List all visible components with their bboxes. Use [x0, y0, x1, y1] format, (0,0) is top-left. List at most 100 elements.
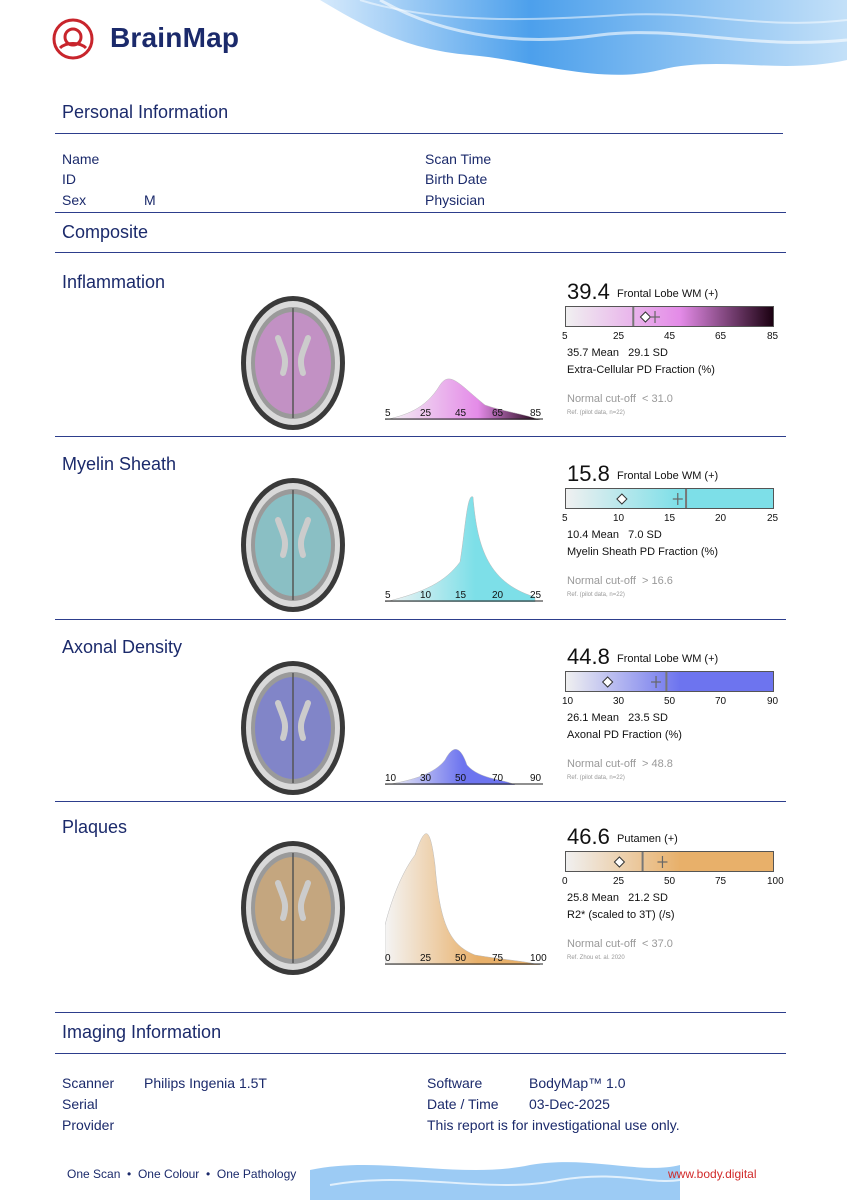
panel-title: Inflammation — [62, 272, 166, 292]
histogram-tick-label: 65 — [492, 408, 504, 419]
scale-tick-label: 10 — [613, 513, 625, 524]
histogram-tick-label: 100 — [530, 953, 547, 964]
histogram-tick-label: 75 — [492, 953, 504, 964]
scale-tick-label: 65 — [715, 331, 727, 342]
mean-sd: 10.4 Mean 7.0 SD — [567, 529, 662, 541]
divider — [55, 1053, 786, 1054]
histogram-tick-label: 25 — [420, 953, 432, 964]
reference-note: Ref. Zhou et. al. 2020 — [567, 955, 625, 961]
reference-note: Ref. (pilot data, n=22) — [567, 775, 625, 781]
reference-note: Ref. (pilot data, n=22) — [567, 410, 625, 416]
measure-label: Myelin Sheath PD Fraction (%) — [567, 546, 718, 558]
histogram-tick-label: 5 — [385, 408, 391, 419]
scan-time-label: Scan Time — [425, 151, 492, 167]
panel-title: Myelin Sheath — [62, 454, 177, 474]
reference-scale-bar — [565, 671, 774, 692]
histogram-tick-label: 45 — [455, 408, 467, 419]
panel-title: Plaques — [62, 817, 128, 837]
brain-scan-image — [241, 478, 345, 612]
histogram-tick-label: 85 — [530, 408, 542, 419]
birth-date-label: Birth Date — [425, 171, 488, 187]
histogram-tick-label: 20 — [492, 590, 504, 601]
normal-cutoff: Normal cut-off > 48.8 — [567, 758, 673, 770]
histogram-tick-label: 70 — [492, 773, 504, 784]
divider — [55, 133, 783, 134]
scale-tick-label: 5 — [562, 331, 568, 342]
measure-label: Axonal PD Fraction (%) — [567, 729, 682, 741]
personal-info-title: Personal Information — [62, 102, 229, 122]
disclaimer: This report is for investigational use o… — [427, 1117, 680, 1133]
scale-tick-label: 30 — [613, 696, 625, 707]
scale-tick-label: 0 — [562, 876, 568, 887]
slogan-part: One Pathology — [216, 1167, 297, 1181]
header-wave-graphic — [320, 0, 847, 75]
bullet-icon: • — [123, 1167, 135, 1181]
reference-scale-bar — [565, 306, 774, 327]
scale-tick-label: 15 — [664, 513, 676, 524]
brainmap-logo-icon — [52, 18, 94, 60]
divider — [55, 619, 786, 620]
scale-tick-label: 50 — [664, 696, 676, 707]
divider — [55, 801, 786, 802]
mean-sd: 25.8 Mean 21.2 SD — [567, 892, 668, 904]
panel-title: Axonal Density — [62, 637, 183, 657]
metric-region: Frontal Lobe WM (+) — [617, 653, 719, 665]
histogram-chart — [385, 749, 543, 785]
scale-tick-label: 20 — [715, 513, 727, 524]
mean-sd: 35.7 Mean 29.1 SD — [567, 347, 668, 359]
scale-tick-label: 45 — [664, 331, 676, 342]
measure-label: Extra-Cellular PD Fraction (%) — [567, 364, 715, 376]
brain-scan-image — [241, 661, 345, 795]
scale-tick-label: 25 — [613, 876, 625, 887]
software-label: Software — [427, 1075, 483, 1091]
scale-tick-label: 100 — [767, 876, 784, 887]
divider — [55, 1012, 786, 1013]
scale-tick-label: 25 — [613, 331, 625, 342]
metric-region: Frontal Lobe WM (+) — [617, 470, 719, 482]
histogram-chart — [385, 496, 543, 602]
datetime-value: 03-Dec-2025 — [529, 1096, 610, 1112]
metric-region: Frontal Lobe WM (+) — [617, 288, 719, 300]
imaging-info-title: Imaging Information — [62, 1022, 222, 1042]
scale-tick-label: 70 — [715, 696, 727, 707]
histogram-tick-label: 30 — [420, 773, 432, 784]
brain-scan-image — [241, 841, 345, 975]
scale-tick-label: 75 — [715, 876, 727, 887]
sex-value: M — [144, 192, 156, 208]
reference-scale-bar — [565, 488, 774, 509]
name-label: Name — [62, 151, 100, 167]
brand-title: BrainMap — [110, 22, 240, 53]
histogram-tick-label: 10 — [420, 590, 432, 601]
histogram-chart — [385, 378, 543, 420]
slogan-part: One Colour — [137, 1167, 200, 1181]
scale-tick-label: 10 — [562, 696, 574, 707]
divider — [55, 252, 786, 253]
website-link[interactable]: www.body.digital — [668, 1167, 757, 1181]
scale-tick-label: 5 — [562, 513, 568, 524]
scanner-label: Scanner — [62, 1075, 115, 1091]
composite-title: Composite — [62, 222, 149, 242]
histogram-chart — [385, 833, 543, 965]
divider — [55, 436, 786, 437]
metric-value: 15.8 — [567, 461, 610, 486]
software-value: BodyMap™ 1.0 — [529, 1075, 626, 1091]
measure-label: R2* (scaled to 3T) (/s) — [567, 909, 675, 921]
footer-slogan: One Scan • One Colour • One Pathology — [67, 1167, 296, 1181]
scale-tick-label: 25 — [767, 513, 779, 524]
normal-cutoff: Normal cut-off < 31.0 — [567, 393, 673, 405]
brain-scan-image — [241, 296, 345, 430]
slogan-part: One Scan — [67, 1167, 121, 1181]
metric-value: 39.4 — [567, 279, 610, 304]
reference-scale-bar — [565, 851, 774, 872]
id-label: ID — [62, 171, 76, 187]
histogram-tick-label: 50 — [455, 953, 467, 964]
histogram-tick-label: 5 — [385, 590, 391, 601]
histogram-tick-label: 50 — [455, 773, 467, 784]
mean-sd: 26.1 Mean 23.5 SD — [567, 712, 668, 724]
metric-value: 46.6 — [567, 824, 610, 849]
histogram-tick-label: 15 — [455, 590, 467, 601]
footer-wave-graphic — [310, 1162, 680, 1200]
normal-cutoff: Normal cut-off > 16.6 — [567, 575, 673, 587]
bullet-icon: • — [202, 1167, 214, 1181]
physician-label: Physician — [425, 192, 485, 208]
